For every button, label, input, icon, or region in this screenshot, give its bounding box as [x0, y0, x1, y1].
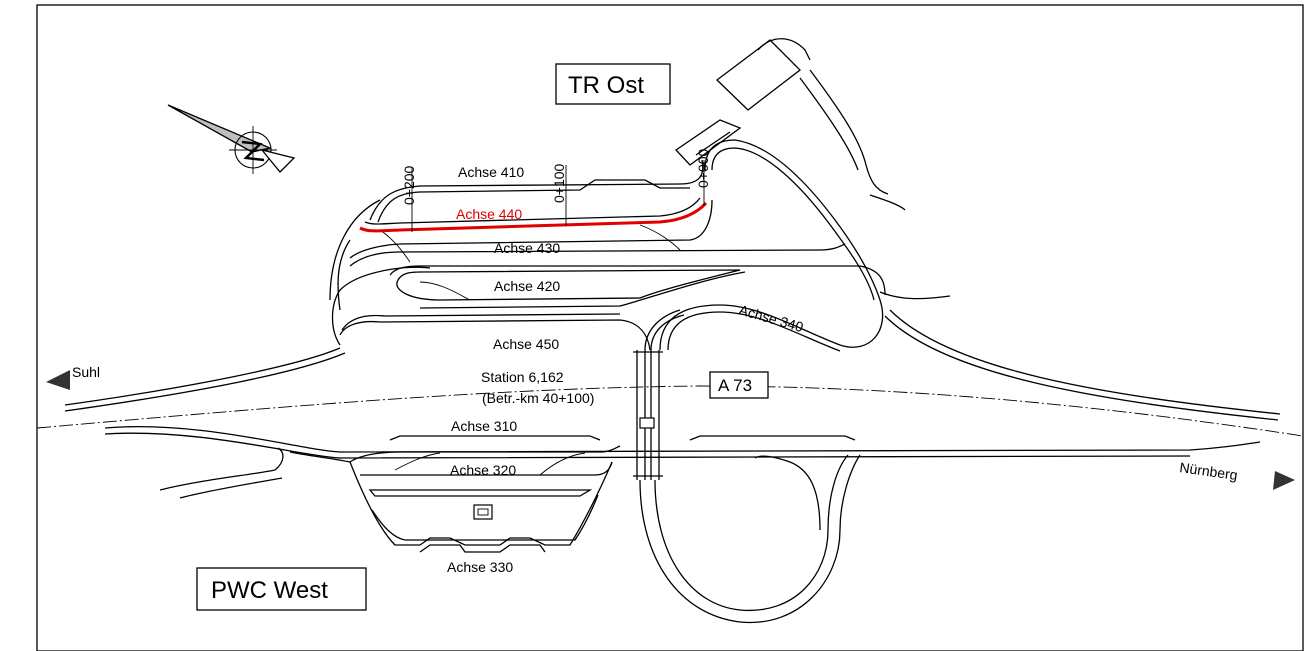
axis-450-label: Achse 450 [493, 336, 559, 352]
highway-centre-axis [36, 385, 1304, 437]
axis-440-highlight [359, 201, 708, 233]
tr-ost-buildings [675, 38, 951, 300]
tr-ost-roads [329, 139, 886, 352]
axis-330-label: Achse 330 [447, 559, 513, 575]
highway-carriageways [64, 309, 1281, 459]
axis-420-label: Achse 420 [494, 278, 560, 294]
axis-310-label: Achse 310 [451, 418, 517, 434]
highway-name-box [709, 371, 769, 399]
north-arrow-icon [167, 104, 296, 174]
south-loop [639, 454, 861, 624]
axis-340-label: Achse 340 [737, 302, 805, 336]
drawing-frame [36, 4, 1304, 651]
tr-ost-box [555, 63, 671, 105]
station-ticks [411, 160, 705, 232]
pwc-west-roads [159, 435, 856, 553]
pwc-west-label: PWC West [211, 577, 328, 604]
axis-440-edge [364, 197, 701, 225]
pwc-west-box [196, 567, 367, 611]
direction-triangle-icon [46, 370, 1295, 490]
highway-name-label: A 73 [718, 376, 752, 395]
axis-430-label: Achse 430 [494, 240, 560, 256]
overpass-bridge [633, 309, 685, 480]
tr-ost-label: TR Ost [568, 72, 644, 99]
station-0000-label: 0+000 [695, 148, 711, 188]
station-0100-label: 0+100 [551, 163, 567, 203]
station-0200-label: 0+200 [401, 165, 417, 205]
axis-320-label: Achse 320 [450, 462, 516, 478]
axis-440-label: Achse 440 [456, 206, 522, 222]
betr-km-label: (Betr.-km 40+100) [482, 390, 594, 406]
station-label: Station 6,162 [481, 369, 564, 385]
direction-suhl-label: Suhl [72, 364, 100, 380]
direction-nuernberg-label: Nürnberg [1179, 459, 1239, 483]
axis-410-label: Achse 410 [458, 164, 524, 180]
